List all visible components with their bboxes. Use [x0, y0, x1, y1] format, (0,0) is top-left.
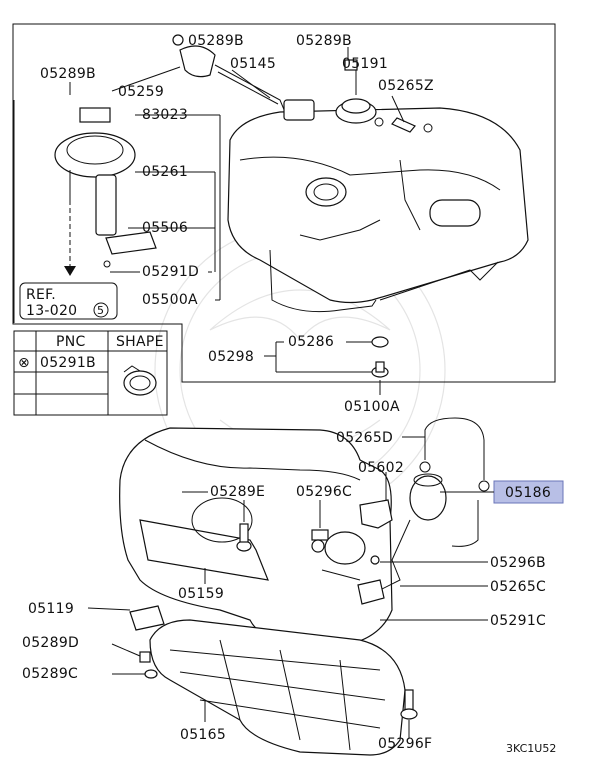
label-05602: 05602 — [358, 460, 404, 476]
label-05191: 05191 — [342, 56, 388, 72]
label-05286: 05286 — [288, 334, 334, 350]
label-05265d: 05265D — [336, 430, 393, 446]
label-05261: 05261 — [142, 164, 188, 180]
label-05159: 05159 — [178, 586, 224, 602]
label-05289b-1: 05289B — [188, 33, 244, 49]
reference-box: REF. 13-020 5 — [19, 282, 118, 320]
shape-table: PNC SHAPE ⊗ 05291B — [13, 330, 168, 416]
label-05296b: 05296B — [490, 555, 546, 571]
diagram-code: 3KC1U52 — [506, 742, 556, 755]
label-05265c: 05265C — [490, 579, 546, 595]
label-05259: 05259 — [118, 84, 164, 100]
lower-small-parts — [129, 417, 490, 720]
label-05296f: 05296F — [378, 736, 432, 752]
ref-code: 13-020 — [26, 303, 77, 319]
label-05500a: 05500A — [142, 292, 198, 308]
label-05296c: 05296C — [296, 484, 352, 500]
label-05291d: 05291D — [142, 264, 199, 280]
label-05291c: 05291C — [490, 613, 546, 629]
leader-lines-lower — [87, 436, 494, 738]
label-05289d: 05289D — [22, 635, 79, 651]
label-05100a: 05100A — [344, 399, 400, 415]
fuel-pump-assembly — [54, 107, 157, 268]
table-header-pnc: PNC — [56, 334, 86, 350]
table-row-pnc: 05291B — [40, 355, 96, 371]
fuel-cap — [335, 59, 377, 124]
label-05298: 05298 — [208, 349, 254, 365]
ref-circled-number: 5 — [97, 304, 104, 317]
table-header-shape: SHAPE — [116, 334, 164, 350]
label-05145: 05145 — [230, 56, 276, 72]
label-05289c: 05289C — [22, 666, 78, 682]
upper-assembly-frame — [12, 23, 556, 383]
label-05186: 05186 — [505, 485, 551, 501]
lower-fuel-tank — [119, 427, 406, 756]
label-05289e: 05289E — [210, 484, 265, 500]
label-05165: 05165 — [180, 727, 226, 743]
sender-unit — [172, 34, 315, 121]
label-05506: 05506 — [142, 220, 188, 236]
label-05265z: 05265Z — [378, 78, 434, 94]
hose-clamp-icon — [123, 365, 157, 396]
hose-05265z — [391, 117, 416, 133]
label-83023: 83023 — [142, 107, 188, 123]
upper-fuel-tank — [227, 107, 529, 313]
leader-lines-upper — [69, 47, 405, 395]
label-05119: 05119 — [28, 601, 74, 617]
ref-label: REF. — [26, 287, 56, 303]
label-05289b-2: 05289B — [296, 33, 352, 49]
table-row-symbol: ⊗ — [18, 355, 30, 371]
label-05289b-3: 05289B — [40, 66, 96, 82]
